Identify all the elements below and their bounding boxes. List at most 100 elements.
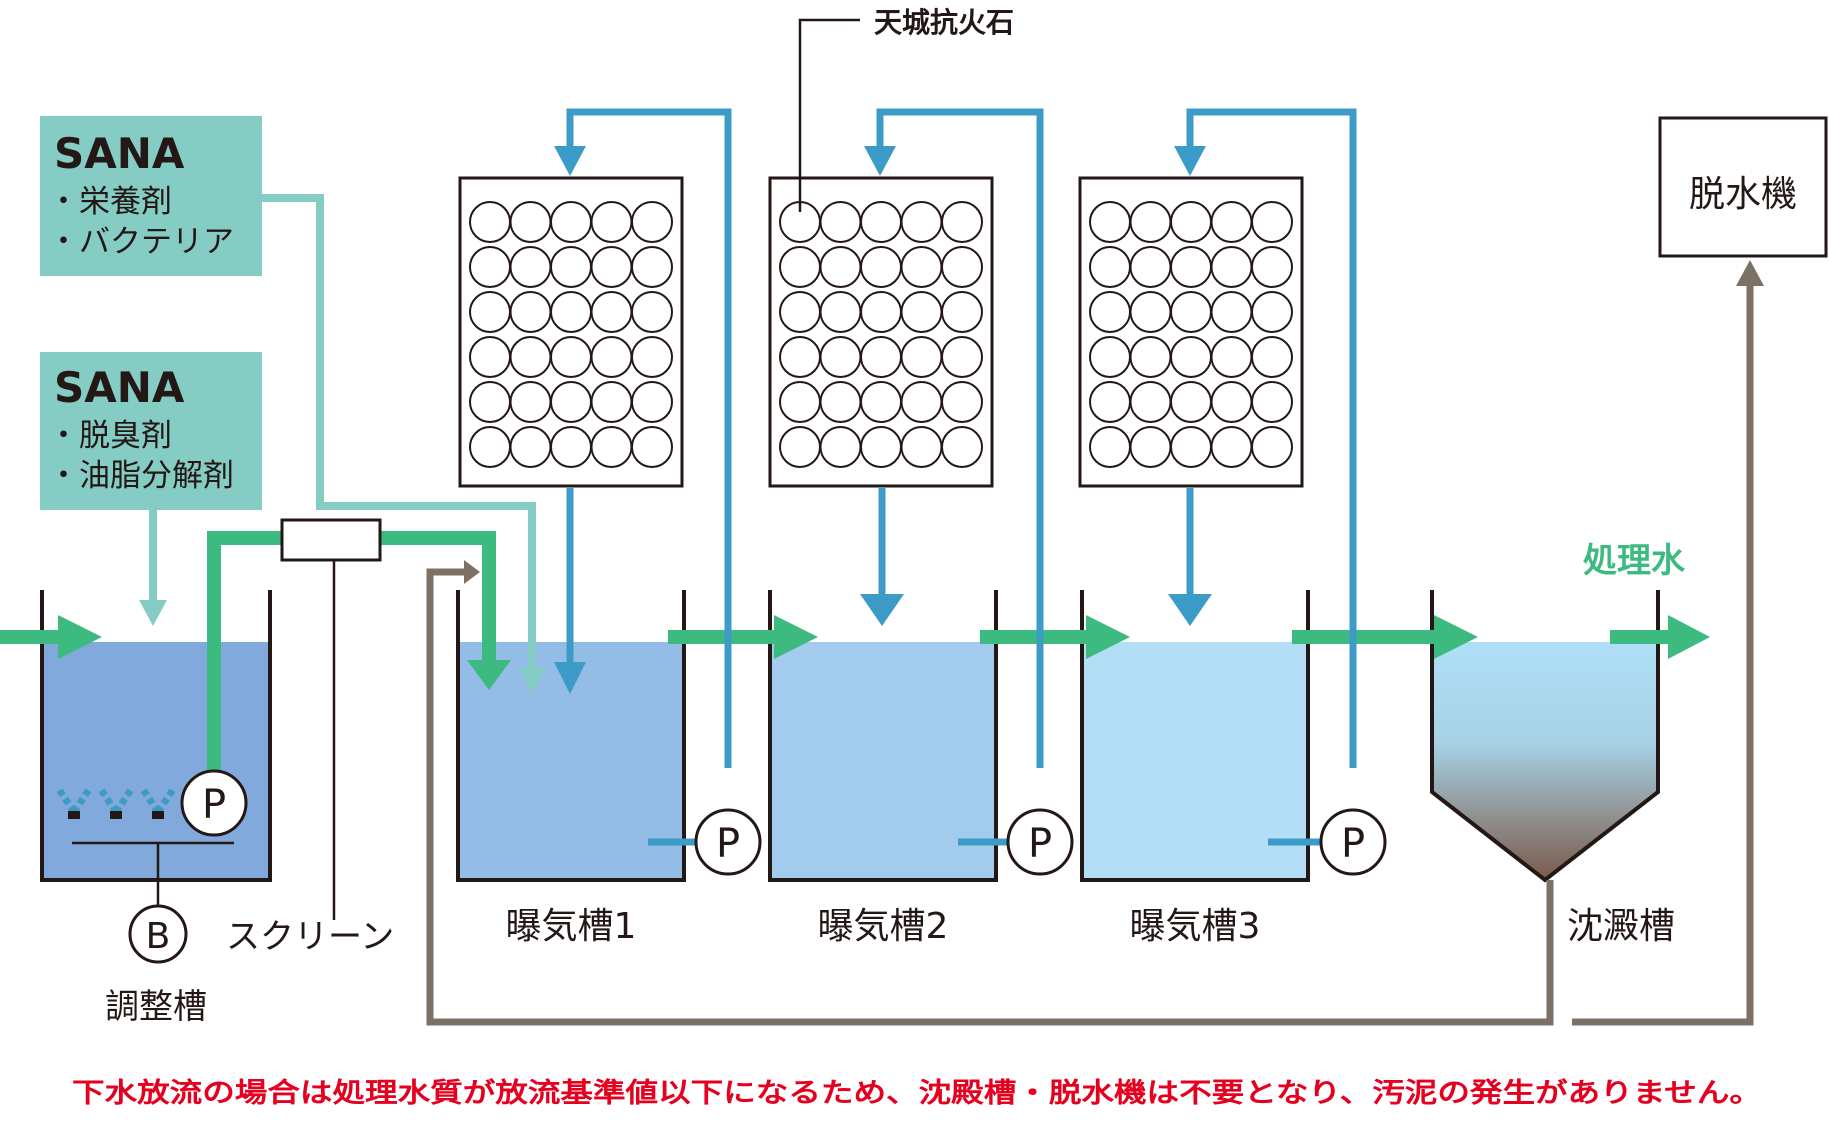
stone-icon xyxy=(590,246,633,288)
stone-icon xyxy=(1089,381,1131,423)
stone-icon xyxy=(631,201,673,243)
stone-icon xyxy=(1089,246,1131,288)
stone-icon xyxy=(1170,426,1212,468)
stone-icon xyxy=(590,336,633,378)
stone-icon xyxy=(1170,291,1212,333)
air-arrowheads xyxy=(554,146,1212,694)
stone-icon xyxy=(1129,291,1172,333)
sana-dosing-arrowheads xyxy=(139,600,546,694)
stone-icon xyxy=(509,246,552,288)
stone-icon xyxy=(550,381,592,423)
stone-icon xyxy=(550,336,592,378)
adjust-tank-label: 調整槽 xyxy=(105,987,207,1027)
air-lines xyxy=(566,108,1357,846)
stone-icon xyxy=(860,291,902,333)
sludge-return-lines xyxy=(426,284,1754,1026)
svg-text:B: B xyxy=(146,916,171,957)
stone-icon xyxy=(631,426,673,468)
stone-icon xyxy=(941,246,983,288)
screen-label: スクリーン xyxy=(226,917,394,957)
stone-icon xyxy=(819,201,862,243)
stone-icon xyxy=(631,246,673,288)
stone-icon xyxy=(590,291,633,333)
stone-icon xyxy=(1251,246,1293,288)
stone-icon xyxy=(550,426,592,468)
pump-icon: P xyxy=(694,808,762,876)
stone-icon xyxy=(941,291,983,333)
stone-icon xyxy=(590,201,633,243)
stone-icon xyxy=(1210,201,1253,243)
stone-icon xyxy=(900,246,943,288)
stone-icon xyxy=(631,336,673,378)
treated-water-label: 処理水 xyxy=(1583,541,1686,581)
stone-icon xyxy=(860,336,902,378)
stone-icon xyxy=(1210,246,1253,288)
stone-media-box xyxy=(458,176,684,488)
stone-icon xyxy=(1129,201,1172,243)
stone-icon xyxy=(509,426,552,468)
stone-label: 天城抗火石 xyxy=(874,6,1014,39)
dehydrator-box: 脱水機 xyxy=(1658,116,1828,258)
stone-icon xyxy=(1089,336,1131,378)
stone-icon xyxy=(819,336,862,378)
stone-icon xyxy=(1089,291,1131,333)
adjustment-tank-water xyxy=(42,642,270,880)
stone-icon xyxy=(1089,201,1131,243)
stone-icon xyxy=(550,246,592,288)
pump-icon: P xyxy=(1006,808,1074,876)
stone-icon xyxy=(779,426,821,468)
stone-icon xyxy=(1170,381,1212,423)
stone-icon xyxy=(819,291,862,333)
stone-icon xyxy=(1170,336,1212,378)
stone-icon xyxy=(900,426,943,468)
stone-icon xyxy=(590,426,633,468)
svg-text:P: P xyxy=(1341,821,1365,867)
stone-icon xyxy=(1089,426,1131,468)
stone-icon xyxy=(1129,381,1172,423)
stone-icon xyxy=(1210,336,1253,378)
stone-icon xyxy=(1251,426,1293,468)
stone-icon xyxy=(860,246,902,288)
stone-icon xyxy=(819,246,862,288)
sana-box-deodorant: SANA ・脱臭剤 ・油脂分解剤 xyxy=(40,352,262,510)
svg-text:P: P xyxy=(202,782,226,828)
stone-icon xyxy=(819,381,862,423)
stone-icon xyxy=(779,291,821,333)
stone-media-boxes xyxy=(458,176,1304,488)
svg-text:脱水機: 脱水機 xyxy=(1689,174,1797,215)
stone-icon xyxy=(1129,246,1172,288)
sana-box-nutrients: SANA ・栄養剤 ・バクテリア xyxy=(40,116,262,276)
diffuser-icon xyxy=(55,786,234,905)
stone-icon xyxy=(860,426,902,468)
stone-icon xyxy=(1251,381,1293,423)
stone-icon xyxy=(1210,426,1253,468)
stone-icon xyxy=(1129,336,1172,378)
stone-icon xyxy=(1251,201,1293,243)
stone-icon xyxy=(860,201,902,243)
stone-icon xyxy=(860,381,902,423)
stone-icon xyxy=(509,291,552,333)
svg-text:SANA: SANA xyxy=(54,129,185,178)
pump-icon: P xyxy=(180,769,248,837)
stone-icon xyxy=(900,291,943,333)
stone-icon xyxy=(900,381,943,423)
stone-icon xyxy=(469,291,511,333)
stone-icon xyxy=(631,381,673,423)
screen-icon xyxy=(280,518,382,562)
stone-icon xyxy=(509,201,552,243)
stone-icon xyxy=(1129,426,1172,468)
sedimentation-tank-water xyxy=(1432,642,1658,880)
stone-icon xyxy=(1210,291,1253,333)
stone-icon xyxy=(550,291,592,333)
stone-icon xyxy=(1251,291,1293,333)
stone-icon xyxy=(509,381,552,423)
stone-icon xyxy=(779,336,821,378)
svg-text:・脱臭剤: ・脱臭剤 xyxy=(48,418,172,454)
aeration-tank-1-label: 曝気槽1 xyxy=(506,906,637,947)
stone-icon xyxy=(941,381,983,423)
stone-icon xyxy=(779,246,821,288)
stone-icon xyxy=(900,336,943,378)
svg-text:SANA: SANA xyxy=(54,363,185,412)
stone-icon xyxy=(469,246,511,288)
